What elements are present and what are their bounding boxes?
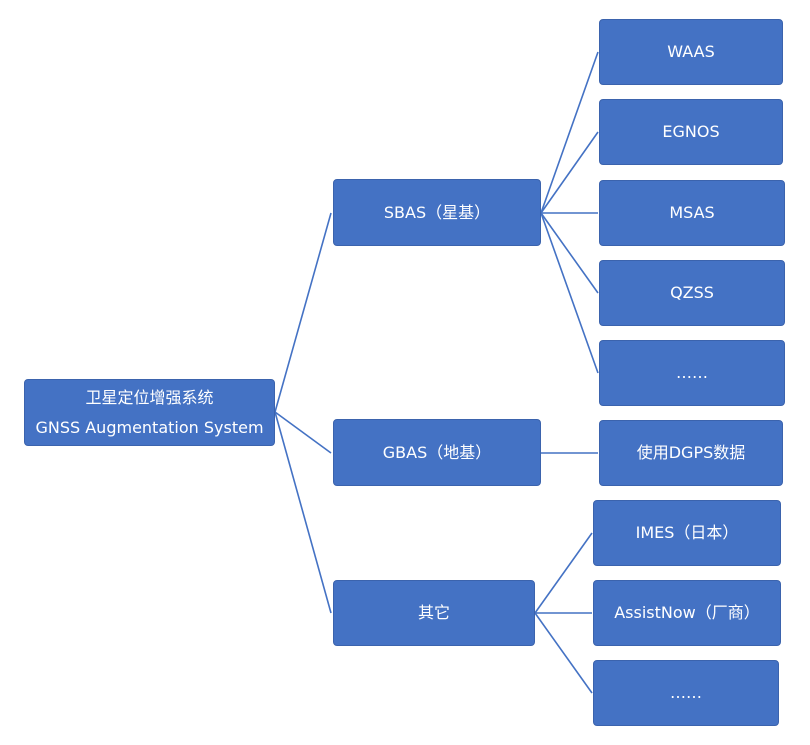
connector-sbas-more (540, 212, 599, 374)
assistnow-node: AssistNow（厂商） (593, 580, 781, 646)
gbas-node: GBAS（地基） (333, 419, 541, 486)
root-node: 卫星定位增强系统 GNSS Augmentation System (24, 379, 275, 446)
connector-sbas-qzss (540, 212, 599, 294)
sbas-node: SBAS（星基） (333, 179, 541, 246)
connector-root-gbas (274, 411, 332, 454)
egnos-node: EGNOS (599, 99, 783, 165)
connector-other-imes (534, 532, 593, 614)
connector-root-sbas (274, 212, 332, 413)
connector-root-other (274, 411, 332, 614)
root-title-cn: 卫星定位增强系统 (85, 387, 214, 407)
sbas-more-node: …… (599, 340, 785, 406)
root-title-en: GNSS Augmentation System (35, 417, 264, 437)
qzss-node: QZSS (599, 260, 785, 326)
waas-node: WAAS (599, 19, 783, 85)
dgps-node: 使用DGPS数据 (599, 420, 783, 486)
connector-sbas-waas (540, 51, 599, 214)
other-node: 其它 (333, 580, 535, 646)
connector-other-more (534, 612, 593, 694)
msas-node: MSAS (599, 180, 785, 246)
other-more-node: …… (593, 660, 779, 726)
imes-node: IMES（日本） (593, 500, 781, 566)
connector-sbas-egnos (540, 131, 599, 214)
